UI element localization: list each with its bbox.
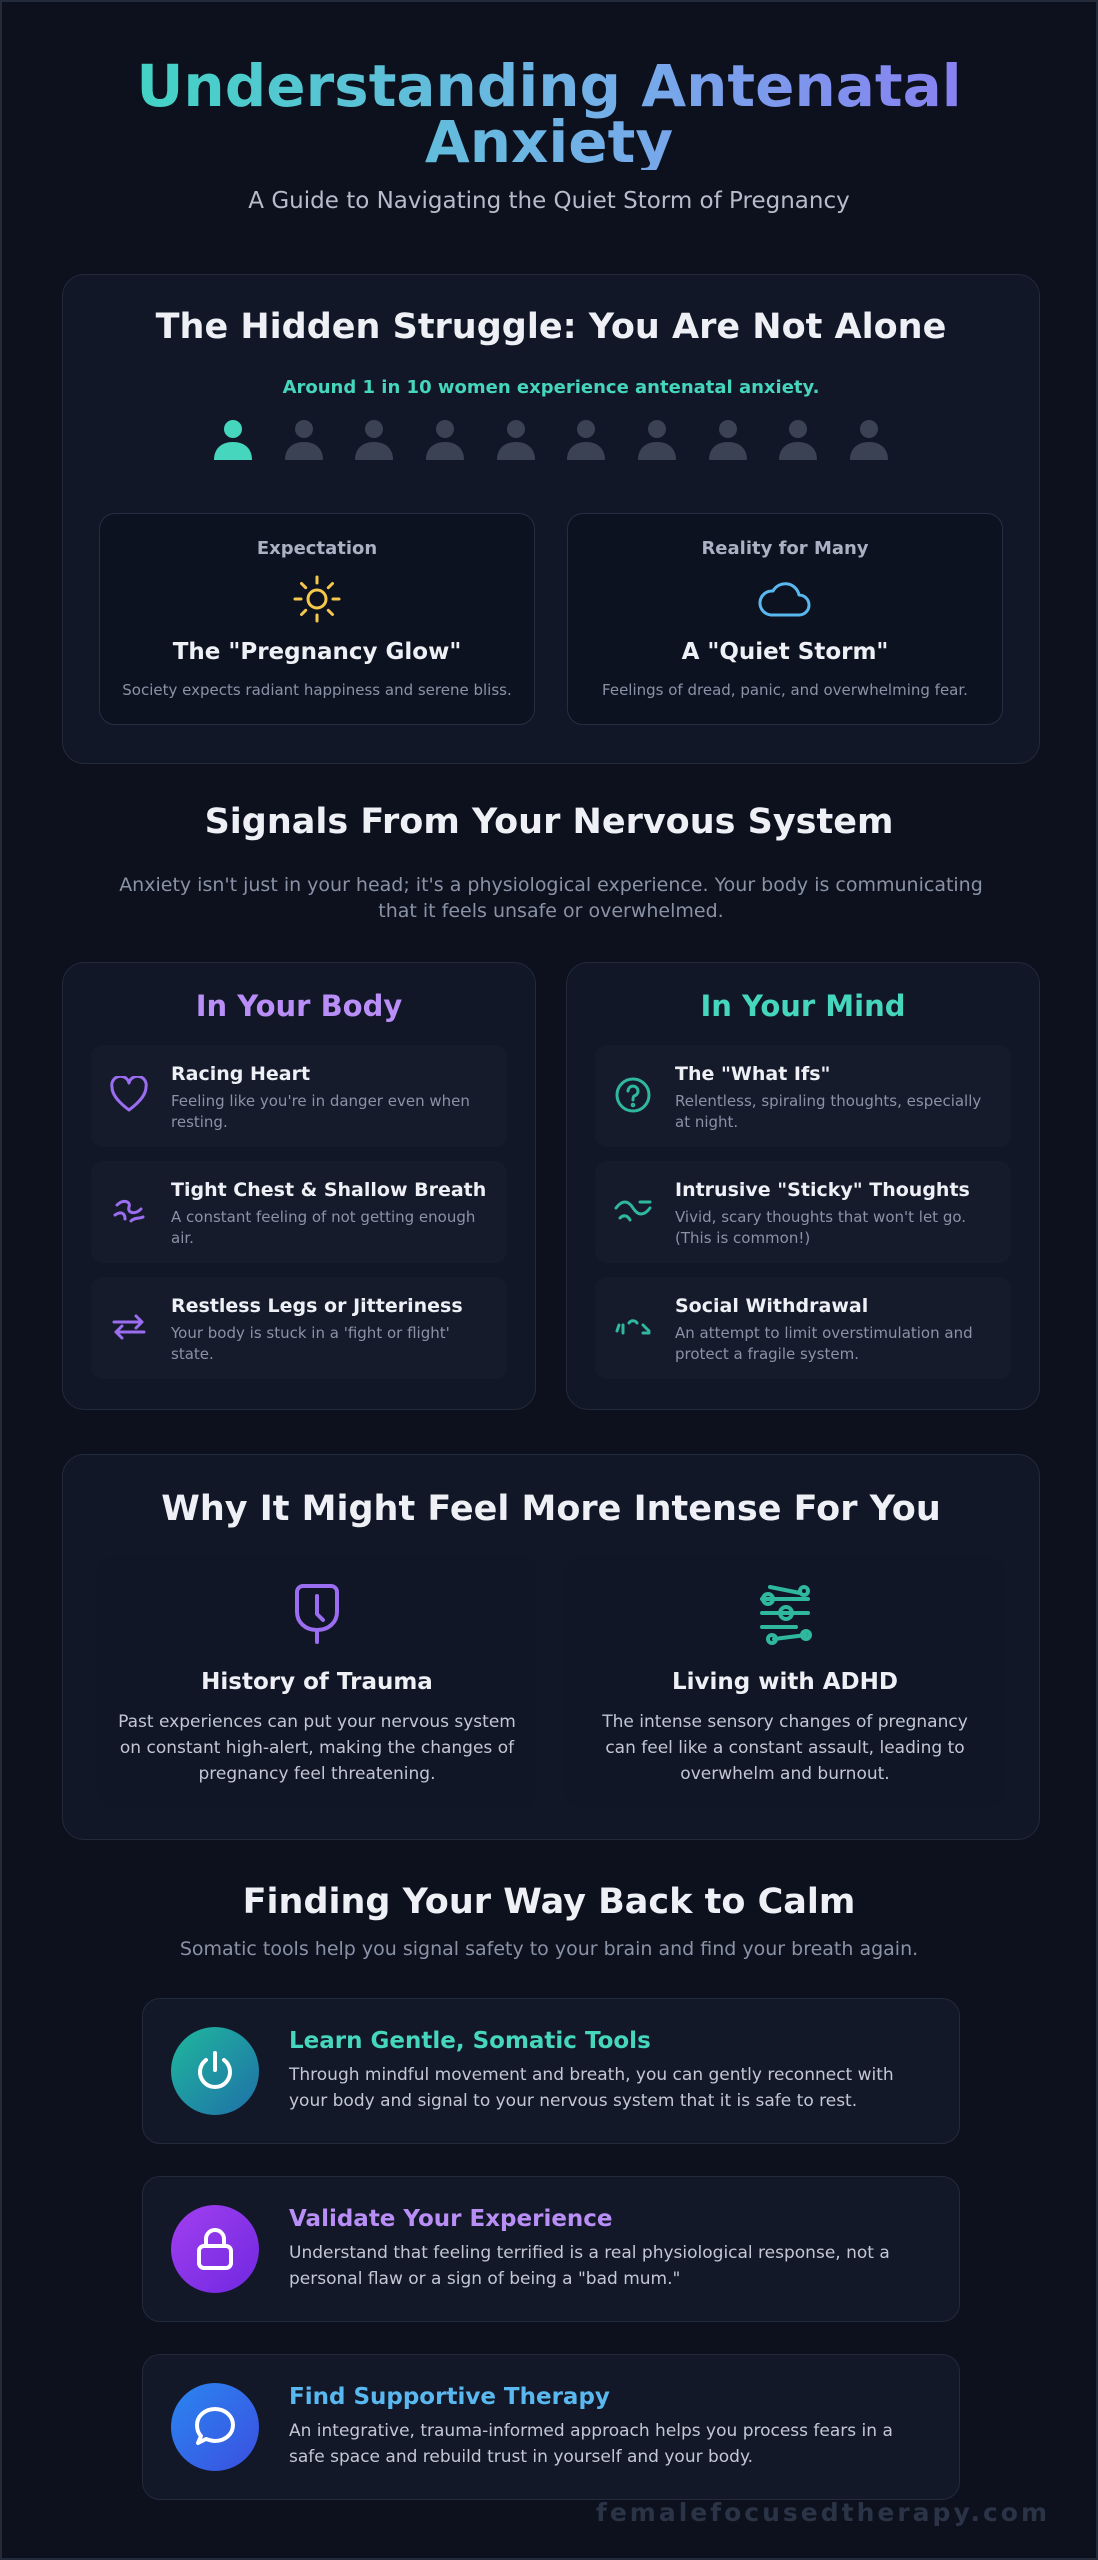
- calm-subtitle: Somatic tools help you signal safety to …: [179, 1938, 919, 1960]
- signal-item: Intrusive "Sticky" Thoughts Vivid, scary…: [595, 1161, 1011, 1263]
- signal-item: Racing Heart Feeling like you're in dang…: [91, 1045, 507, 1147]
- person-icon: [779, 420, 818, 460]
- reality-desc: Feelings of dread, panic, and overwhelmi…: [602, 681, 968, 699]
- people-row: [211, 418, 891, 462]
- in-your-body-heading: In Your Body: [195, 989, 403, 1023]
- in-your-mind-card: In Your Mind The "What Ifs" Relentless, …: [566, 962, 1040, 1410]
- signal-item: Social Withdrawal An attempt to limit ov…: [595, 1277, 1011, 1379]
- signal-desc: Relentless, spiraling thoughts, especial…: [675, 1092, 982, 1131]
- signal-title: Social Withdrawal: [675, 1295, 869, 1317]
- statistic-text: Around 1 in 10 women experience antenata…: [282, 377, 820, 398]
- reality-card: Reality for Many A "Quiet Storm" Feeling…: [567, 513, 1003, 725]
- footer-website: femalefocusedtherapy.com: [595, 2498, 1050, 2527]
- adhd-title: Living with ADHD: [671, 1669, 898, 1695]
- expectation-kicker: Expectation: [256, 538, 378, 559]
- expectation-title: The "Pregnancy Glow": [172, 639, 462, 665]
- expectation-desc: Society expects radiant happiness and se…: [122, 681, 512, 699]
- signal-title: Intrusive "Sticky" Thoughts: [675, 1179, 970, 1201]
- question-icon: [611, 1073, 655, 1117]
- signal-item: The "What Ifs" Relentless, spiraling tho…: [595, 1045, 1011, 1147]
- person-icon: [425, 420, 464, 460]
- cloud-icon: [568, 573, 1002, 625]
- signal-desc: Vivid, scary thoughts that won't let go.…: [675, 1208, 967, 1247]
- hidden-struggle-title: The Hidden Struggle: You Are Not Alone: [155, 307, 947, 347]
- calm-item-title: Find Supportive Therapy: [289, 2384, 610, 2410]
- expectation-card: Expectation The "Pregnancy Glow" Society…: [99, 513, 535, 725]
- person-icon: [496, 420, 535, 460]
- calm-item-title: Learn Gentle, Somatic Tools: [289, 2028, 651, 2054]
- signal-item: Tight Chest & Shallow Breath A constant …: [91, 1161, 507, 1263]
- person-icon-highlighted: [214, 420, 252, 460]
- trauma-card: History of Trauma Past experiences can p…: [97, 1557, 537, 1807]
- signal-desc: A constant feeling of not getting enough…: [171, 1208, 476, 1247]
- person-icon: [708, 420, 747, 460]
- intense-row: History of Trauma Past experiences can p…: [97, 1557, 1005, 1807]
- reality-kicker: Reality for Many: [701, 538, 869, 559]
- hero: Understanding Antenatal Anxiety A Guide …: [2, 2, 1096, 214]
- calm-item-desc: Understand that feeling terrified is a r…: [289, 2243, 890, 2289]
- signals-title: Signals From Your Nervous System: [204, 802, 894, 842]
- arrows-icon: [107, 1305, 151, 1349]
- signal-desc: Feeling like you're in danger even when …: [171, 1092, 470, 1131]
- in-your-mind-heading: In Your Mind: [700, 989, 906, 1023]
- person-icon: [849, 420, 888, 460]
- sliders-icon: [565, 1581, 1005, 1647]
- intense-title: Why It Might Feel More Intense For You: [161, 1489, 941, 1529]
- intense-card: Why It Might Feel More Intense For You H…: [62, 1454, 1040, 1840]
- withdraw-icon: [611, 1305, 655, 1349]
- calm-item-desc: An integrative, trauma-informed approach…: [289, 2421, 893, 2467]
- supportive-therapy-card: Find Supportive Therapy An integrative, …: [142, 2354, 960, 2500]
- reality-title: A "Quiet Storm": [681, 639, 889, 665]
- somatic-tools-card: Learn Gentle, Somatic Tools Through mind…: [142, 1998, 960, 2144]
- signal-title: Restless Legs or Jitteriness: [171, 1295, 463, 1317]
- validate-experience-card: Validate Your Experience Understand that…: [142, 2176, 960, 2322]
- calm-title: Finding Your Way Back to Calm: [242, 1882, 856, 1922]
- chat-icon: [171, 2383, 259, 2471]
- signal-item: Restless Legs or Jitteriness Your body i…: [91, 1277, 507, 1379]
- hidden-struggle-card: The Hidden Struggle: You Are Not Alone A…: [62, 274, 1040, 764]
- trauma-desc: Past experiences can put your nervous sy…: [118, 1712, 516, 1784]
- signal-desc: Your body is stuck in a 'fight or flight…: [171, 1324, 450, 1363]
- adhd-desc: The intense sensory changes of pregnancy…: [602, 1712, 968, 1784]
- page-title: Understanding Antenatal Anxiety: [99, 57, 999, 171]
- trauma-title: History of Trauma: [201, 1669, 433, 1695]
- person-icon: [284, 420, 323, 460]
- signal-title: Racing Heart: [171, 1063, 311, 1085]
- signal-desc: An attempt to limit overstimulation and …: [675, 1324, 973, 1363]
- page-subtitle: A Guide to Navigating the Quiet Storm of…: [248, 188, 850, 214]
- sun-icon: [100, 573, 534, 625]
- comparison-row: Expectation The "Pregnancy Glow" Society…: [99, 513, 1003, 725]
- signal-title: Tight Chest & Shallow Breath: [171, 1179, 487, 1201]
- person-icon: [637, 420, 676, 460]
- calm-item-desc: Through mindful movement and breath, you…: [289, 2065, 894, 2111]
- person-icon: [567, 420, 606, 460]
- calm-item-title: Validate Your Experience: [289, 2206, 613, 2232]
- wave-icon: [611, 1189, 655, 1233]
- breath-icon: [107, 1189, 151, 1233]
- in-your-body-card: In Your Body Racing Heart Feeling like y…: [62, 962, 536, 1410]
- power-icon: [171, 2027, 259, 2115]
- heart-icon: [107, 1073, 151, 1117]
- person-icon: [355, 420, 394, 460]
- trauma-icon: [97, 1581, 537, 1647]
- lock-icon: [171, 2205, 259, 2293]
- signal-title: The "What Ifs": [675, 1063, 831, 1085]
- signals-desc: Anxiety isn't just in your head; it's a …: [119, 874, 983, 922]
- adhd-card: Living with ADHD The intense sensory cha…: [565, 1557, 1005, 1807]
